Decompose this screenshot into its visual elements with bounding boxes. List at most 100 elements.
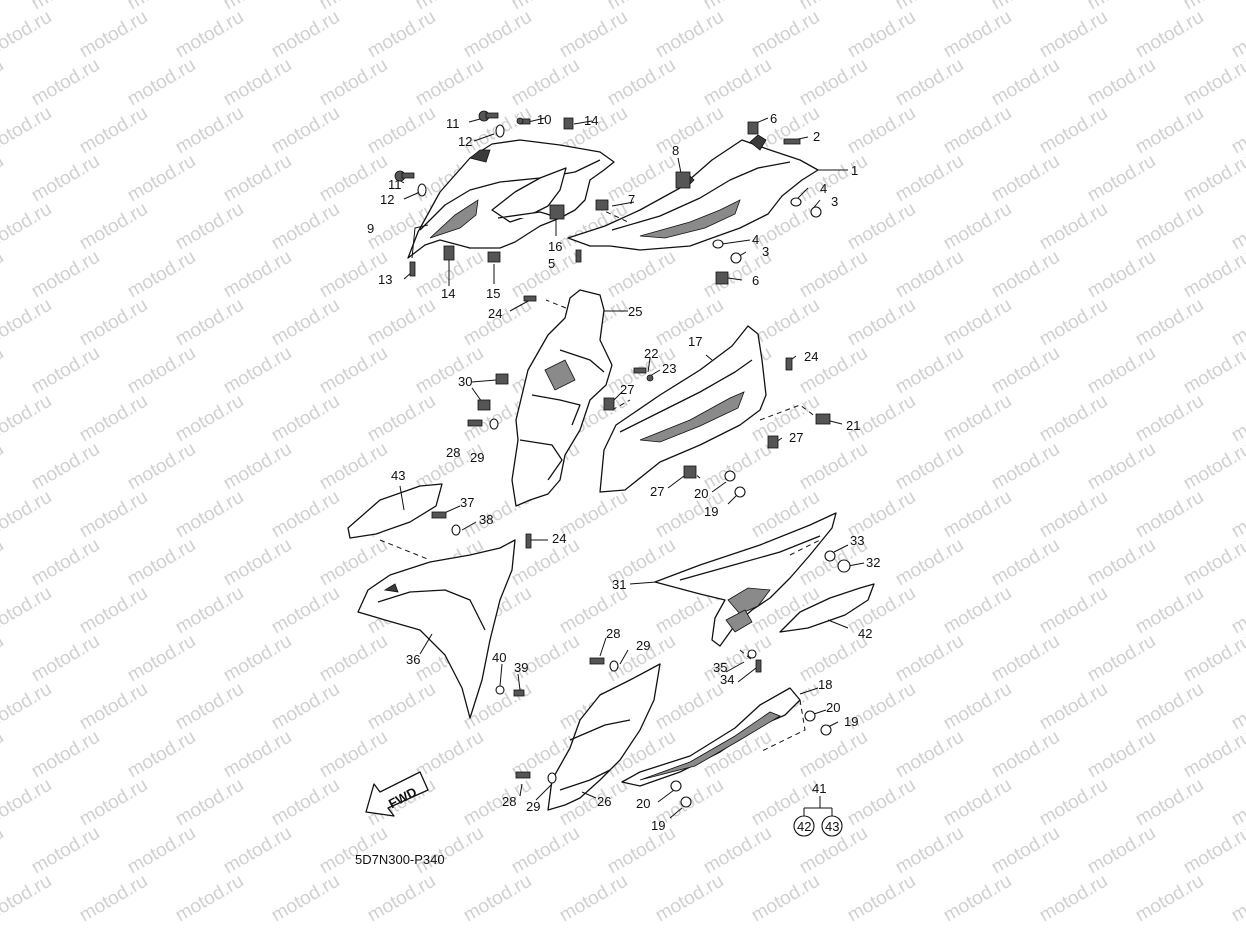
bolt-3a <box>810 206 822 218</box>
kit-item-43: 43 <box>825 819 839 834</box>
callout-27b: 27 <box>789 430 803 445</box>
screw-24a <box>523 295 537 302</box>
watermark-text: motod.ru <box>844 775 919 831</box>
watermark-text: motod.ru <box>268 295 343 351</box>
callout-42: 42 <box>858 626 872 641</box>
watermark-text: motod.ru <box>940 7 1015 63</box>
watermark-text: motod.ru <box>268 487 343 543</box>
watermark-text: motod.ru <box>508 55 583 111</box>
bolt-39 <box>513 689 525 697</box>
watermark-text: motod.ru <box>748 871 823 927</box>
watermark-text: motod.ru <box>1084 727 1159 783</box>
watermark-text: motod.ru <box>1132 583 1207 639</box>
kit-item-42-circle <box>793 815 815 837</box>
grommet-8 <box>675 171 691 189</box>
screw-5 <box>575 249 582 263</box>
watermark-text: motod.ru <box>76 679 151 735</box>
washer-20c <box>670 780 682 792</box>
nut-14a <box>563 117 574 130</box>
washer-4b <box>712 239 724 249</box>
watermark-text: motod.ru <box>1084 247 1159 303</box>
callout-30: 30 <box>458 374 472 389</box>
watermark-text: motod.ru <box>1180 823 1246 879</box>
callout-6: 6 <box>770 111 777 126</box>
watermark-text: motod.ru <box>412 55 487 111</box>
watermark-text: motod.ru <box>0 103 55 159</box>
watermark-text: motod.ru <box>1180 439 1246 495</box>
watermark-text: motod.ru <box>1132 199 1207 255</box>
watermark-text: motod.ru <box>220 343 295 399</box>
watermark-text: motod.ru <box>268 103 343 159</box>
watermark-text: motod.ru <box>0 727 7 783</box>
watermark-text: motod.ru <box>1132 295 1207 351</box>
clip-30b <box>477 399 491 411</box>
watermark-text: motod.ru <box>892 631 967 687</box>
watermark-text: motod.ru <box>0 823 7 879</box>
watermark-text: motod.ru <box>0 199 55 255</box>
watermark-text: motod.ru <box>172 487 247 543</box>
callout-27c: 27 <box>650 484 664 499</box>
callout-20c: 20 <box>636 796 650 811</box>
watermark-text: motod.ru <box>988 823 1063 879</box>
watermark-text: motod.ru <box>412 823 487 879</box>
watermark-text: motod.ru <box>652 871 727 927</box>
watermark-text: motod.ru <box>364 871 439 927</box>
watermark-text: motod.ru <box>76 391 151 447</box>
nut-27c <box>683 465 697 479</box>
watermark-text: motod.ru <box>1228 295 1246 351</box>
watermark-text: motod.ru <box>652 103 727 159</box>
watermark-text: motod.ru <box>124 343 199 399</box>
watermark-text: motod.ru <box>508 247 583 303</box>
bolt-37 <box>431 511 447 519</box>
washer-29c <box>547 772 557 784</box>
watermark-text: motod.ru <box>28 247 103 303</box>
watermark-text: motod.ru <box>28 439 103 495</box>
watermark-text: motod.ru <box>700 439 775 495</box>
callout-5: 5 <box>548 256 555 271</box>
part-9-cowl <box>407 139 615 259</box>
watermark-text: motod.ru <box>0 535 7 591</box>
watermark-text: motod.ru <box>1084 535 1159 591</box>
watermark-text: motod.ru <box>0 439 7 495</box>
callout-25: 25 <box>628 304 642 319</box>
watermark-text: motod.ru <box>220 823 295 879</box>
watermark-text: motod.ru <box>220 151 295 207</box>
watermark-text: motod.ru <box>364 7 439 63</box>
callout-32: 32 <box>866 555 880 570</box>
screw-10 <box>516 117 531 125</box>
callout-38: 38 <box>479 512 493 527</box>
fwd-arrow <box>365 771 429 817</box>
watermark-text: motod.ru <box>940 199 1015 255</box>
callout-29c: 29 <box>526 799 540 814</box>
watermark-text: motod.ru <box>988 151 1063 207</box>
watermark-text: motod.ru <box>1228 103 1246 159</box>
callout-33: 33 <box>850 533 864 548</box>
bolt-3b <box>730 252 742 264</box>
watermark-text: motod.ru <box>0 631 7 687</box>
watermark-text: motod.ru <box>0 7 55 63</box>
bolt-32 <box>837 559 851 573</box>
callout-1: 1 <box>851 163 858 178</box>
watermark-text: motod.ru <box>28 151 103 207</box>
watermark-text: motod.ru <box>1132 103 1207 159</box>
watermark-text: motod.ru <box>796 439 871 495</box>
watermark-text: motod.ru <box>1228 7 1246 63</box>
watermark-text: motod.ru <box>1036 199 1111 255</box>
part-25-inner-panel <box>511 289 613 507</box>
watermark-text: motod.ru <box>892 823 967 879</box>
watermark-text: motod.ru <box>172 583 247 639</box>
callout-34: 34 <box>720 672 734 687</box>
watermark-text: motod.ru <box>460 7 535 63</box>
watermark-text: motod.ru <box>172 103 247 159</box>
watermark-text: motod.ru <box>28 631 103 687</box>
callout-23: 23 <box>662 361 676 376</box>
watermark-text: motod.ru <box>844 103 919 159</box>
watermark-text: motod.ru <box>940 487 1015 543</box>
watermark-text: motod.ru <box>1084 439 1159 495</box>
washer-33 <box>824 550 836 562</box>
washer-29a <box>489 418 499 430</box>
watermark-text: motod.ru <box>124 247 199 303</box>
washer-4a <box>790 197 802 207</box>
watermark-text: motod.ru <box>1228 583 1246 639</box>
